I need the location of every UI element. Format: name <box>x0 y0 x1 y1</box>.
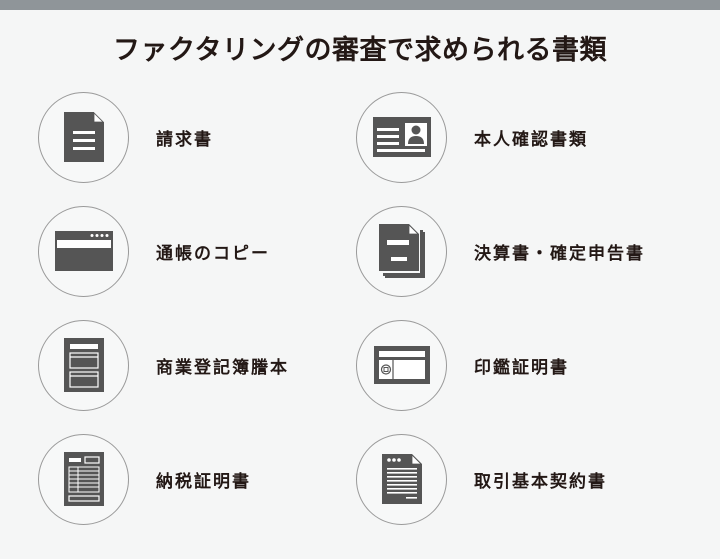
document-label: 本人確認書類 <box>474 129 588 150</box>
icon-circle <box>356 91 447 183</box>
icon-circle <box>356 433 447 525</box>
icon-circle <box>38 433 129 525</box>
seal-certificate-icon <box>373 346 430 384</box>
icon-circle <box>38 205 129 297</box>
document-label: 納税証明書 <box>156 471 251 492</box>
document-item-seal: 印鑑証明書 <box>356 319 569 411</box>
invoice-document-icon <box>63 112 104 162</box>
document-label: 決算書・確定申告書 <box>474 243 645 264</box>
icon-circle <box>356 205 447 297</box>
top-bar <box>0 0 720 10</box>
icon-circle <box>38 319 129 411</box>
document-item-registry: 商業登記簿謄本 <box>38 319 289 411</box>
page-title: ファクタリングの審査で求められる書類 <box>113 35 607 66</box>
document-item-id: 本人確認書類 <box>356 91 588 183</box>
document-label: 商業登記簿謄本 <box>156 357 289 378</box>
stacked-documents-icon <box>378 224 425 278</box>
icon-circle <box>38 91 129 183</box>
registry-form-icon <box>63 338 104 392</box>
document-label: 請求書 <box>156 129 213 150</box>
document-item-tax: 納税証明書 <box>38 433 251 525</box>
tax-form-icon <box>63 452 104 506</box>
bankbook-window-icon <box>54 231 113 271</box>
id-card-icon <box>372 117 431 157</box>
document-label: 通帳のコピー <box>156 243 270 264</box>
document-item-financial: 決算書・確定申告書 <box>356 205 645 297</box>
document-item-bankbook: 通帳のコピー <box>38 205 270 297</box>
document-item-invoice: 請求書 <box>38 91 213 183</box>
document-item-contract: 取引基本契約書 <box>356 433 607 525</box>
icon-circle <box>356 319 447 411</box>
document-label: 印鑑証明書 <box>474 357 569 378</box>
contract-document-icon <box>381 454 422 504</box>
document-label: 取引基本契約書 <box>474 471 607 492</box>
